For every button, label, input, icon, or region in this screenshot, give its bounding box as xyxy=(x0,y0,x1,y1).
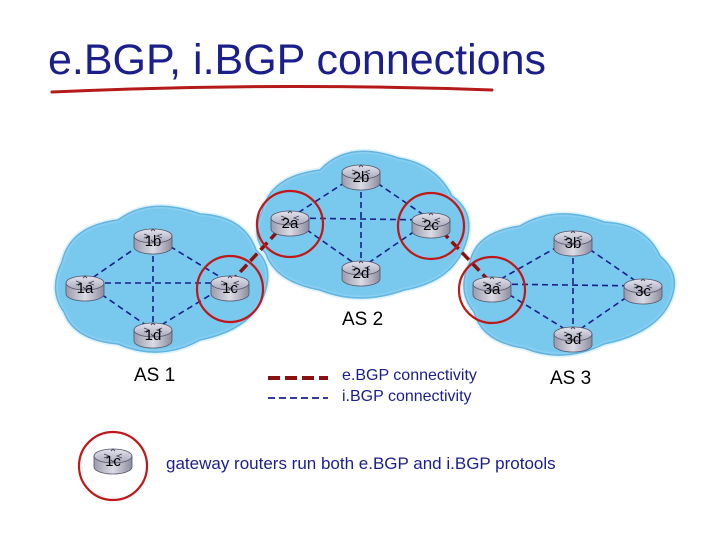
legend-router-1c: 1c xyxy=(93,448,133,475)
router-label-3b: 3b xyxy=(565,235,582,252)
router-label-3c: 3c xyxy=(635,283,651,300)
gateway-highlight-2c xyxy=(396,191,466,261)
router-1c: 1c xyxy=(210,275,250,302)
gateway-highlight-1c xyxy=(195,254,265,324)
router-label-1d: 1d xyxy=(145,327,162,344)
router-label-2c: 2c xyxy=(423,217,439,234)
router-2c: 2c xyxy=(411,212,451,239)
router-2d: 2d xyxy=(341,260,381,287)
gateway-highlight-3a xyxy=(457,255,527,325)
router-label-2d: 2d xyxy=(353,265,370,282)
legend-gateway-circle xyxy=(77,430,149,502)
router-3b: 3b xyxy=(553,230,593,257)
router-label-1b: 1b xyxy=(145,233,162,250)
legend-ebgp-label: e.BGP connectivity xyxy=(342,367,477,384)
router-label-1c: 1c xyxy=(105,453,121,470)
ibgp-link-3a-3c xyxy=(491,283,644,287)
title-underline xyxy=(50,84,494,94)
router-2a: 2a xyxy=(270,210,310,237)
ibgp-link-3a-3b xyxy=(491,237,574,285)
router-1b: 1b xyxy=(133,228,173,255)
router-2b: 2b xyxy=(341,164,381,191)
gateway-note: gateway routers run both e.BGP and i.BGP… xyxy=(166,454,556,473)
router-3a: 3a xyxy=(472,276,512,303)
router-label-3d: 3d xyxy=(565,331,582,348)
router-label-1a: 1a xyxy=(77,280,94,297)
router-label-2a: 2a xyxy=(282,215,299,232)
as1-label: AS 1 xyxy=(134,365,176,386)
router-1d: 1d xyxy=(133,322,173,349)
router-3c: 3c xyxy=(623,278,663,305)
as3-label: AS 3 xyxy=(550,368,592,389)
legend-ibgp-label: i.BGP connectivity xyxy=(342,388,472,405)
router-label-3a: 3a xyxy=(484,281,501,298)
router-3d: 3d xyxy=(553,326,593,353)
router-label-1c: 1c xyxy=(222,280,238,297)
ibgp-link-1a-1b xyxy=(84,235,154,284)
ibgp-link-2a-2c xyxy=(289,217,432,221)
router-1a: 1a xyxy=(65,275,105,302)
router-label-2b: 2b xyxy=(353,169,370,186)
page-title: e.BGP, i.BGP connections xyxy=(48,36,546,84)
gateway-highlight-2a xyxy=(255,189,325,259)
as2-label: AS 2 xyxy=(342,309,384,330)
as2-cloud xyxy=(256,150,470,299)
as3-cloud xyxy=(463,213,676,356)
